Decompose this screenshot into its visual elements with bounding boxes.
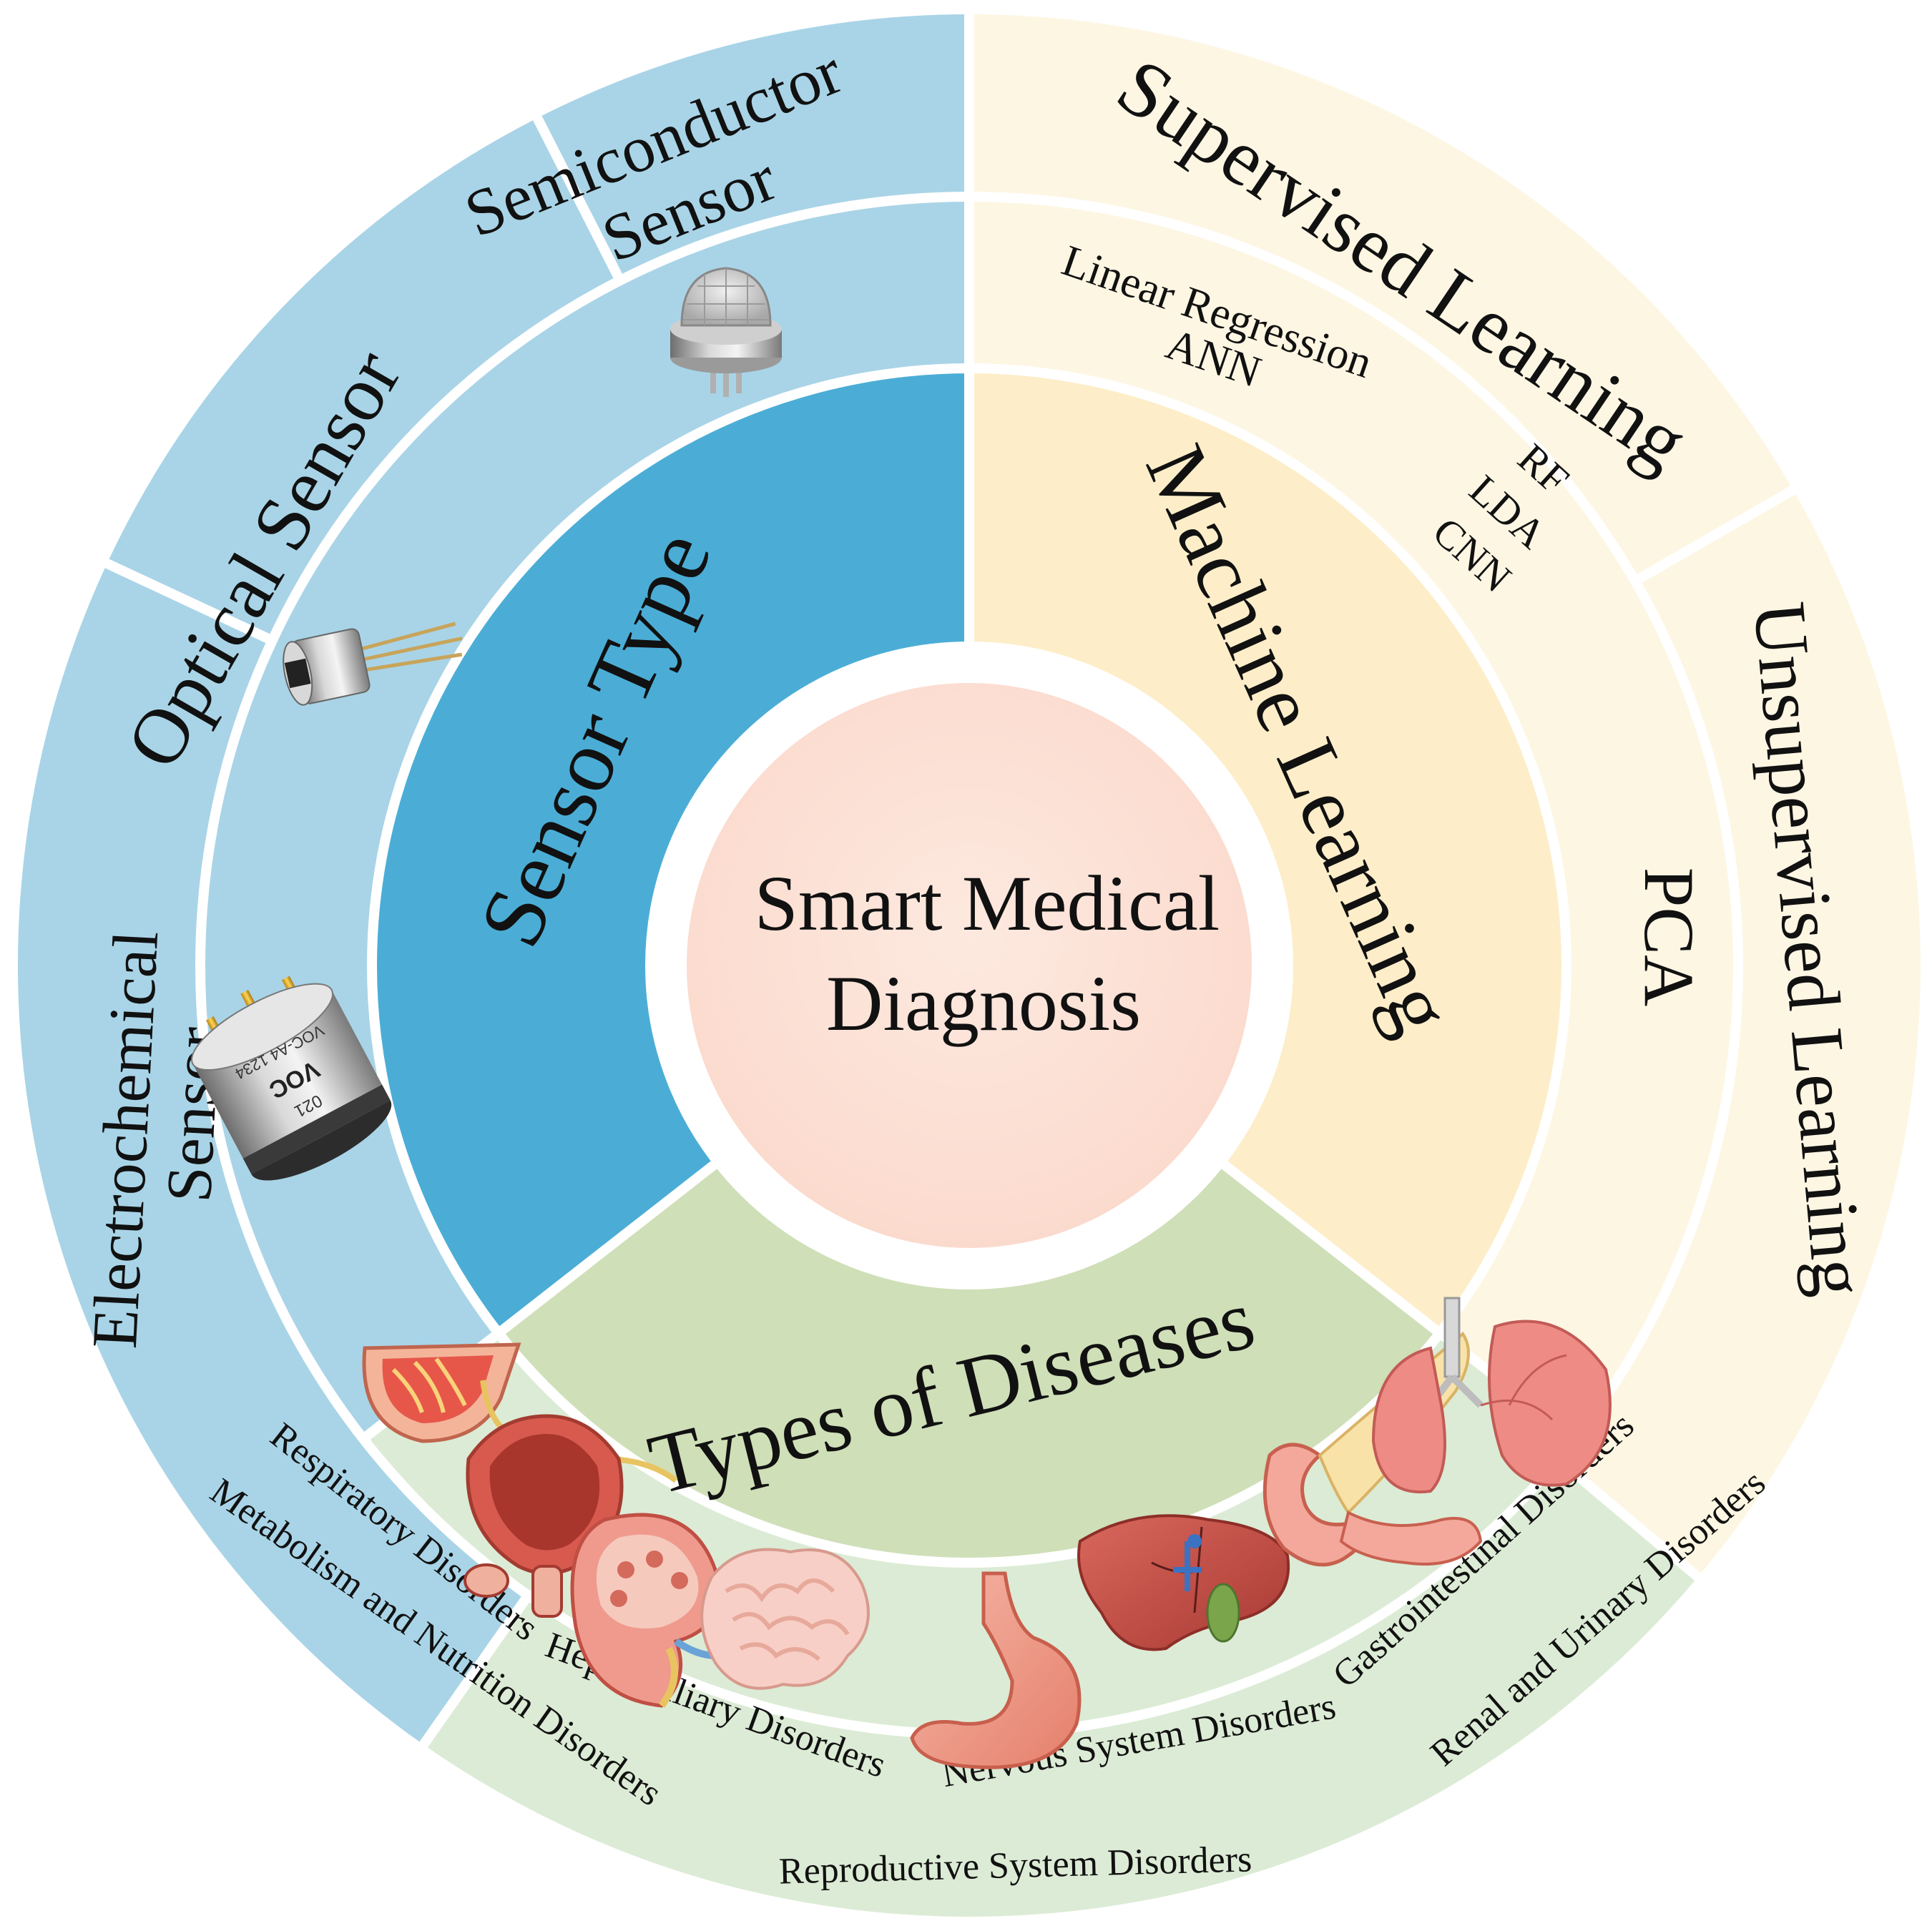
brain-image xyxy=(700,1548,870,1690)
center-title-line2: Diagnosis xyxy=(826,960,1141,1047)
segment-divider xyxy=(1554,1455,1705,1583)
liver-image xyxy=(1077,1514,1290,1651)
algorithm-pca: PCA xyxy=(1629,868,1709,1007)
outer-ring-diseases xyxy=(423,1459,1698,1917)
outer-ring-ml xyxy=(969,14,1921,1577)
center-circle xyxy=(687,683,1252,1248)
lungs-image xyxy=(1371,1297,1612,1494)
kidney-image xyxy=(570,1513,720,1708)
electrochemical-sensor-image: VOC VOC-A4 1234 021 xyxy=(191,976,392,1181)
segment-divider xyxy=(417,1592,533,1751)
outer-ring-sensors xyxy=(17,14,969,1745)
segment-divider xyxy=(102,557,275,646)
center-title-line1: Smart Medical xyxy=(755,860,1220,947)
stomach-image xyxy=(910,1571,1082,1769)
semiconductor-sensor-image xyxy=(670,267,782,397)
optical-sensor-image xyxy=(283,621,463,706)
inner-ring-diseases xyxy=(499,1161,1440,1563)
segment-divider xyxy=(1632,483,1799,586)
segment-divider xyxy=(531,112,625,283)
reproductive-organ-image xyxy=(464,1380,678,1618)
breast-tissue-image xyxy=(362,1342,521,1443)
